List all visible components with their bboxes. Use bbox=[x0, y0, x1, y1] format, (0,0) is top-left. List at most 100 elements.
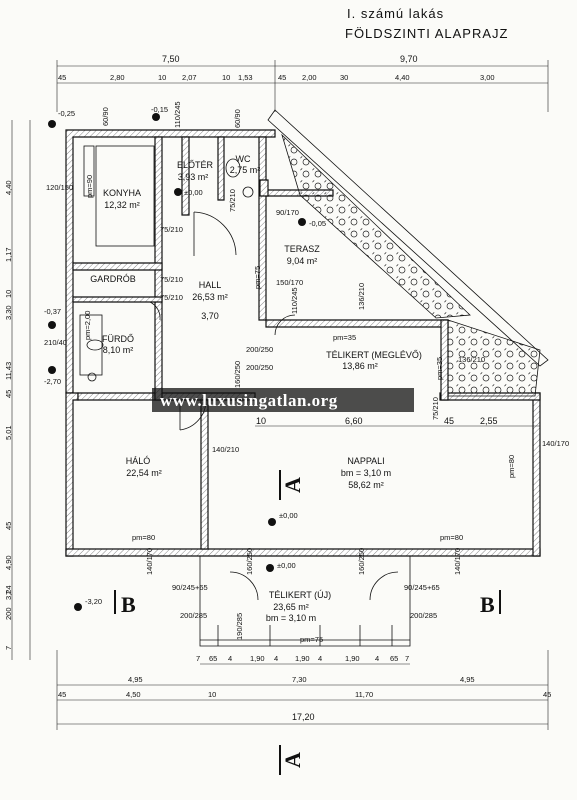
room-halo-area: 22,54 m² bbox=[126, 468, 162, 478]
opening-label: 75/210 bbox=[160, 293, 183, 302]
dimension-label: 4,50 bbox=[126, 690, 141, 699]
dimension-label: 7 bbox=[405, 654, 409, 663]
dimension-label: 2,80 bbox=[110, 73, 125, 82]
dimension-label: 1,17 bbox=[4, 247, 13, 262]
room-telikert-uj-name: TÉLIKERT (ÚJ) bbox=[269, 590, 331, 600]
opening-label: pm=80 bbox=[132, 533, 155, 542]
dim-7-50: 7,50 bbox=[162, 54, 180, 64]
room-labels: KONYHA 12,32 m² ELŐTÉR 3,93 m² WC 2,75 m… bbox=[90, 154, 422, 623]
opening-label: 75/210 bbox=[228, 189, 237, 212]
room-gardrob-name: GARDRÓB bbox=[90, 274, 136, 284]
level-telikert: ±0,00 bbox=[277, 561, 296, 570]
level-ext-3: -0,37 bbox=[44, 307, 61, 316]
room-nappali-area: 58,62 m² bbox=[348, 480, 384, 490]
opening-label: 140/170 bbox=[453, 548, 462, 575]
dim-45: 45 bbox=[444, 416, 454, 426]
dimension-label: 4,40 bbox=[4, 180, 13, 195]
room-telikert-meglevo-area: 13,86 m² bbox=[342, 361, 378, 371]
room-terasz-name: TERASZ bbox=[284, 244, 320, 254]
dimension-label: 10 bbox=[4, 290, 13, 298]
title-line-1: I. számú lakás bbox=[347, 6, 444, 21]
opening-label: 75/210 bbox=[160, 225, 183, 234]
section-b-right: B bbox=[480, 592, 495, 617]
section-marks: A A B B bbox=[114, 470, 501, 775]
opening-label: 110/245 bbox=[173, 101, 182, 128]
level-ext-1: -0,25 bbox=[58, 109, 75, 118]
room-furdo-name: FÜRDŐ bbox=[102, 334, 134, 344]
level-nappali: ±0,00 bbox=[279, 511, 298, 520]
dimension-label: 5,01 bbox=[4, 425, 13, 440]
level-ext-2: -0,15 bbox=[151, 105, 168, 114]
dimension-label: 4 bbox=[228, 654, 232, 663]
opening-label: pm=35 bbox=[333, 333, 356, 342]
dimension-label: 3,00 bbox=[480, 73, 495, 82]
opening-label: 120/150 bbox=[46, 183, 73, 192]
dimension-label: 200 bbox=[4, 607, 13, 620]
kitchen-counter bbox=[95, 145, 155, 247]
kitchen-window bbox=[83, 145, 95, 197]
opening-label: 90/245+65 bbox=[172, 583, 208, 592]
opening-label: pm=80 bbox=[440, 533, 463, 542]
level-hall: ±0,00 bbox=[184, 188, 203, 197]
dimension-label: 1,90 bbox=[295, 654, 310, 663]
opening-label: 200/250 bbox=[246, 345, 273, 354]
opening-label: 136/210 bbox=[357, 283, 366, 310]
room-konyha-area: 12,32 m² bbox=[104, 200, 140, 210]
room-nappali-height: bm = 3,10 m bbox=[341, 468, 391, 478]
dimension-label: 11,43 bbox=[4, 362, 13, 380]
dimension-label: 7 bbox=[4, 591, 13, 595]
opening-label: 60/90 bbox=[233, 109, 242, 128]
title-line-2: FÖLDSZINTI ALAPRAJZ bbox=[345, 26, 508, 41]
dimension-label: 45 bbox=[543, 690, 551, 699]
opening-label: 210/40 bbox=[44, 338, 67, 347]
opening-label: pm=75 bbox=[300, 635, 323, 644]
dimension-label: 1,90 bbox=[345, 654, 360, 663]
opening-label: 140/170 bbox=[542, 439, 569, 448]
nappali-dimensions: 6,60 2,55 10 45 bbox=[255, 416, 540, 427]
opening-label: 160/250 bbox=[357, 548, 366, 575]
dim-10: 10 bbox=[256, 416, 266, 426]
dim-2-55: 2,55 bbox=[480, 416, 498, 426]
dimension-label: 3,30 bbox=[4, 305, 13, 320]
opening-label: 140/170 bbox=[145, 548, 154, 575]
opening-label: 136/210 bbox=[458, 355, 485, 364]
terrace-planting bbox=[281, 133, 541, 397]
opening-label: 110/245 bbox=[290, 287, 299, 314]
opening-label: 160/250 bbox=[233, 361, 242, 388]
dimension-label: 1,90 bbox=[250, 654, 265, 663]
dimension-label: 10 bbox=[208, 690, 216, 699]
dimension-label: 2,07 bbox=[182, 73, 197, 82]
dimension-label: 45 bbox=[58, 73, 66, 82]
dimension-label: 2,00 bbox=[302, 73, 317, 82]
opening-label: pm=90 bbox=[85, 175, 94, 198]
level-markers: ±0,00 ±0,00 ±0,00 -0,05 -0,25 -0,15 -0,3… bbox=[44, 105, 326, 611]
room-hall-area: 26,53 m² bbox=[192, 292, 228, 302]
dimension-label: 1,53 bbox=[238, 73, 253, 82]
dimension-label: 11,70 bbox=[355, 690, 373, 699]
opening-label: 190/285 bbox=[235, 613, 244, 640]
dimension-label: 4,95 bbox=[128, 675, 143, 684]
room-wc-name: WC bbox=[236, 154, 251, 164]
opening-label: pm=2,00 bbox=[83, 311, 92, 340]
dimension-label: 7,30 bbox=[292, 675, 307, 684]
dimension-label: 10 bbox=[158, 73, 166, 82]
dimension-label: 7 bbox=[4, 646, 13, 650]
watermark: www.luxusingatlan.org bbox=[160, 391, 338, 410]
new-winter-garden bbox=[199, 556, 411, 647]
room-telikert-uj-area: 23,65 m² bbox=[273, 602, 309, 612]
level-terasz: -0,05 bbox=[309, 219, 326, 228]
opening-label: 75/210 bbox=[431, 397, 440, 420]
level-ext-4: -2,70 bbox=[44, 377, 61, 386]
room-eloter-area: 3,93 m² bbox=[178, 172, 209, 182]
dimension-label: 45 bbox=[4, 522, 13, 530]
opening-label: 90/245+65 bbox=[404, 583, 440, 592]
dimension-label: 30 bbox=[340, 73, 348, 82]
bathtub bbox=[79, 314, 103, 376]
section-b-left: B bbox=[121, 592, 136, 617]
room-nappali-name: NAPPALI bbox=[347, 456, 384, 466]
dimension-label: 45 bbox=[58, 690, 66, 699]
room-eloter-name: ELŐTÉR bbox=[177, 160, 214, 170]
